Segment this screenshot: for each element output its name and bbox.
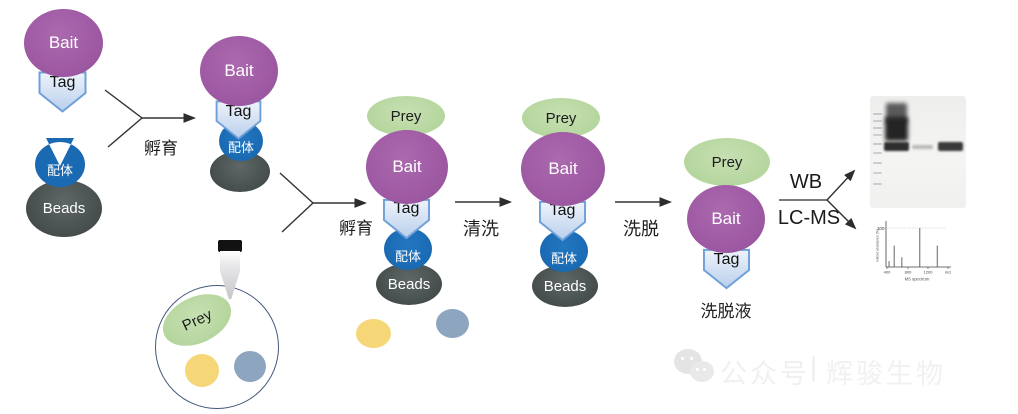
- loose-protein-yellow: [356, 319, 391, 348]
- unit-c-prey: Prey: [367, 96, 445, 136]
- tag-label: Tag: [393, 200, 420, 217]
- incubate2-label: 孵育: [339, 219, 373, 238]
- dish-sample-yellow: [185, 354, 219, 387]
- wechat-icon: [674, 346, 720, 392]
- ms-ymax-label: 100: [877, 226, 885, 231]
- unit-a-ligand: 配体: [31, 138, 89, 188]
- ms-xtick-800: 800: [905, 270, 912, 275]
- incubate1-branch-arrow-icon: [104, 89, 197, 148]
- unit-a-beads: Beads: [26, 180, 102, 237]
- prey-label: Prey: [390, 107, 422, 125]
- lcms-label: LC-MS: [777, 207, 841, 229]
- bait-label: Bait: [224, 61, 254, 80]
- unit-d-prey: Prey: [522, 98, 600, 138]
- ligand-label: 配体: [394, 249, 421, 264]
- unit-b-bait: Bait: [200, 36, 278, 106]
- bait-label: Bait: [392, 157, 422, 176]
- incubate2-branch-arrow-icon: [279, 172, 368, 233]
- ligand-label: 配体: [227, 140, 254, 155]
- ligand-label: 配体: [550, 251, 577, 266]
- ms-spectrum-chart: 100 relative abundance (%) 400 800 1200 …: [876, 221, 951, 282]
- ms-peaks: [888, 228, 938, 267]
- analysis-fork-arrows-icon: [779, 169, 857, 230]
- ms-xtick-400: 400: [884, 270, 891, 275]
- bait-label: Bait: [48, 33, 79, 52]
- unit-c-tag: Tag: [382, 197, 431, 241]
- unit-d-beads: Beads: [532, 265, 598, 307]
- unit-c-beads: Beads: [376, 263, 442, 305]
- watermark-text1: 公众号: [720, 359, 810, 389]
- wb-label: WB: [789, 171, 823, 193]
- elute-label: 洗脱: [623, 219, 659, 239]
- unit-c-bait: Bait: [366, 130, 448, 204]
- ms-xtick-1200: 1200: [924, 270, 934, 275]
- tag-label: Tag: [225, 103, 252, 120]
- wash-arrow-icon: [455, 197, 513, 207]
- unit-d-bait: Bait: [521, 132, 605, 206]
- prey-label: Prey: [179, 305, 215, 335]
- unit-a-tag: Tag: [37, 71, 88, 113]
- unit-e-bait: Bait: [687, 185, 765, 253]
- beads-label: Beads: [543, 277, 587, 295]
- ms-ylabel: relative abundance (%): [876, 229, 880, 262]
- elute-arrow-icon: [615, 197, 673, 207]
- ms-xtick-mz: m/z: [945, 270, 951, 275]
- unit-a-bait: Bait: [24, 9, 103, 77]
- incubate1-label: 孵育: [144, 139, 178, 158]
- wash-label: 清洗: [463, 219, 499, 239]
- tag-label: Tag: [549, 202, 576, 219]
- watermark-text2: 辉骏生物: [826, 359, 946, 389]
- watermark-divider: |: [810, 352, 818, 382]
- beads-label: Beads: [42, 200, 86, 217]
- beads-label: Beads: [387, 275, 431, 293]
- tag-label: Tag: [713, 251, 740, 268]
- unit-e-prey: Prey: [684, 138, 770, 186]
- tag-label: Tag: [49, 74, 76, 91]
- bait-label: Bait: [711, 209, 741, 228]
- ms-caption: MS spectrum: [905, 277, 930, 282]
- unit-e-tag: Tag: [702, 248, 751, 290]
- ligand-label: 配体: [46, 163, 73, 178]
- western-blot-image: [870, 96, 966, 208]
- loose-protein-gray: [436, 309, 469, 338]
- dish-sample-gray: [234, 351, 266, 382]
- ligand-notched-icon: [35, 138, 86, 187]
- unit-b-tag: Tag: [213, 100, 264, 140]
- tube-cap-icon: [218, 240, 242, 252]
- bait-label: Bait: [548, 159, 578, 178]
- prey-label: Prey: [711, 153, 743, 171]
- eluate-label: 洗脱液: [700, 302, 752, 321]
- prey-label: Prey: [545, 109, 577, 127]
